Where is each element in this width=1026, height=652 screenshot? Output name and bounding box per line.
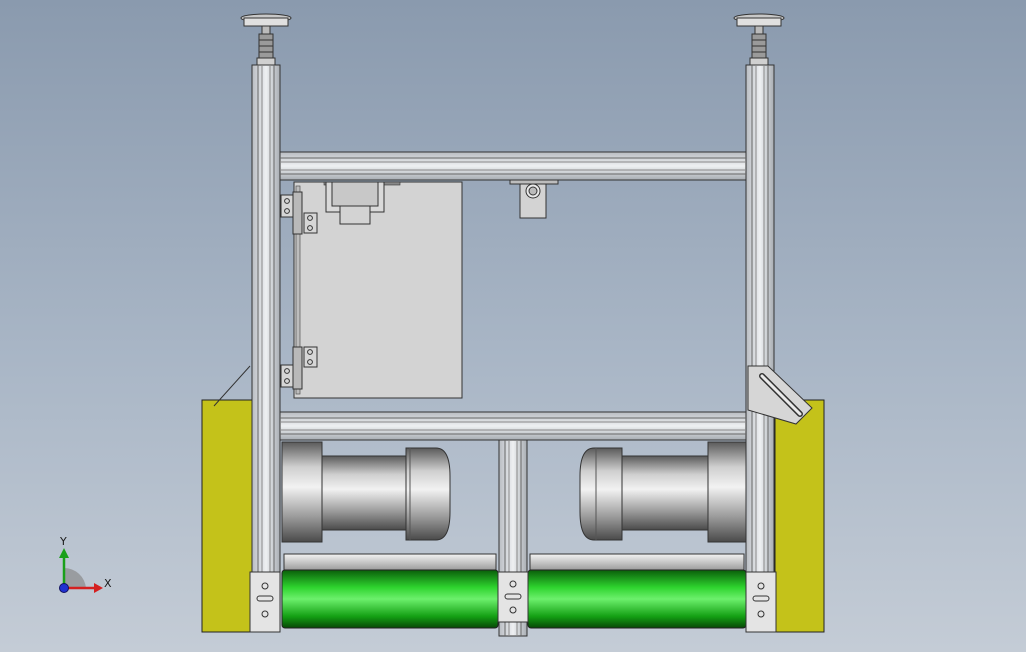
roller-guard-left: [283, 553, 497, 571]
leveling-foot-left[interactable]: [240, 13, 292, 67]
motor-left[interactable]: [281, 441, 451, 543]
sensor-bracket[interactable]: [509, 179, 559, 219]
hinge-bottom[interactable]: [280, 346, 318, 390]
control-box[interactable]: [293, 181, 463, 399]
end-plate-left[interactable]: [249, 571, 281, 633]
angle-bracket-right[interactable]: [747, 365, 813, 425]
side-plate-right[interactable]: [774, 399, 825, 633]
frame-beam-middle[interactable]: [279, 411, 747, 441]
control-box-bracket[interactable]: [325, 181, 385, 225]
diagonal-brace-left: [213, 365, 251, 407]
roller-guard-right: [529, 553, 745, 571]
leveling-foot-right[interactable]: [733, 13, 785, 67]
y-axis-label: Y: [59, 535, 67, 548]
frame-post-right[interactable]: [745, 64, 775, 633]
frame-beam-top[interactable]: [279, 151, 747, 181]
x-axis-label: X: [104, 577, 112, 590]
roller-right[interactable]: [527, 569, 747, 629]
hinge-top[interactable]: [280, 191, 318, 235]
z-axis-dot: [59, 583, 69, 593]
motor-right[interactable]: [579, 441, 747, 543]
frame-post-left[interactable]: [251, 64, 281, 633]
side-plate-left[interactable]: [201, 399, 253, 633]
end-plate-center[interactable]: [497, 571, 529, 623]
roller-left[interactable]: [281, 569, 499, 629]
end-plate-right[interactable]: [745, 571, 777, 633]
axis-triad: Y X: [59, 535, 112, 593]
